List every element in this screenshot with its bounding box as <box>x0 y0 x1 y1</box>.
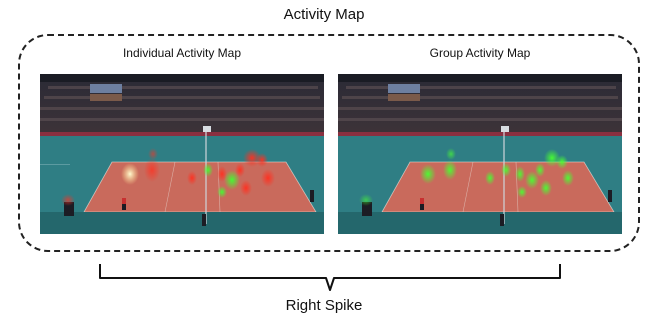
individual-frame-svg <box>40 74 324 234</box>
scoreboard <box>90 84 122 93</box>
group-activity-map-image <box>338 74 622 234</box>
group-frame-svg <box>338 74 622 234</box>
figure-title: Activity Map <box>283 6 365 23</box>
individual-activity-map-label: Individual Activity Map <box>122 46 242 60</box>
court <box>84 162 316 212</box>
scoreboard <box>388 84 420 93</box>
group-activity-map-label: Group Activity Map <box>429 46 531 60</box>
court <box>382 162 614 212</box>
crowd-stands <box>40 74 324 134</box>
activity-map-group-box <box>18 34 640 252</box>
right-spike-brace <box>99 264 561 291</box>
crowd-stands <box>338 74 622 134</box>
right-spike-label: Right Spike <box>285 297 363 314</box>
individual-activity-map-image <box>40 74 324 234</box>
